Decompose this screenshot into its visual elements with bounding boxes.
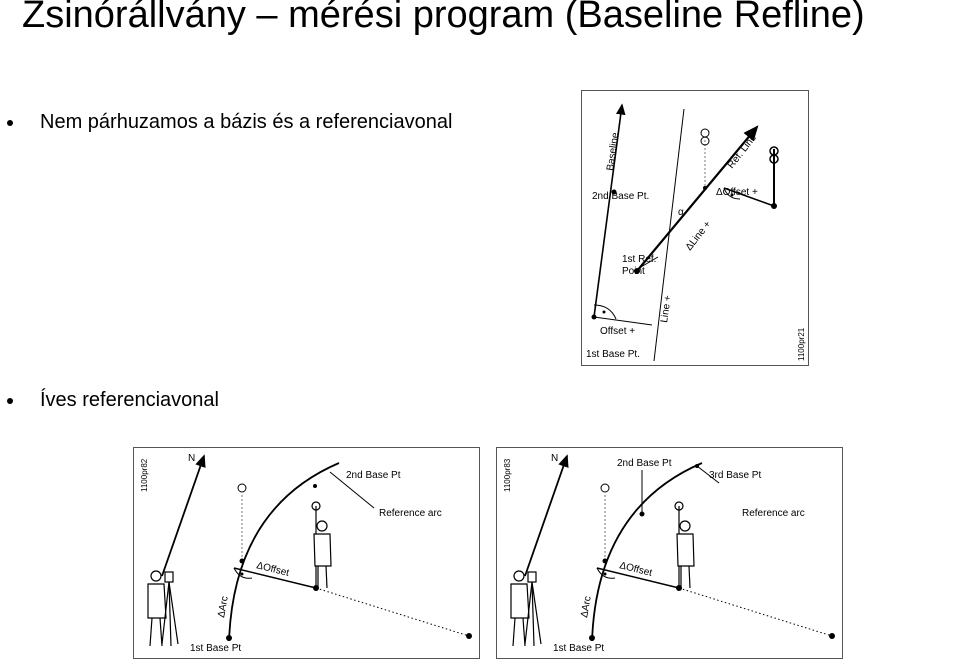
rodman-icon xyxy=(311,501,332,589)
center-point xyxy=(829,633,835,639)
label-ref-arc: Reference arc xyxy=(742,508,805,519)
label-second-base: 2nd Base Pt. xyxy=(592,191,649,202)
bullet-arc: Íves referenciavonal xyxy=(7,389,219,412)
label-second-base: 2nd Base Pt xyxy=(346,470,401,481)
bullet-text: Nem párhuzamos a bázis és a referenciavo… xyxy=(40,111,453,133)
prism-icon xyxy=(237,483,247,493)
dotted-radius-line xyxy=(315,587,470,637)
baseline-line xyxy=(593,103,626,318)
bullet-dot xyxy=(7,398,13,404)
north-arrow xyxy=(524,454,569,577)
rodman-icon xyxy=(674,501,695,589)
label-second-base: 2nd Base Pt xyxy=(617,458,672,469)
slide-title: Zsinórállvány – mérési program (Baseline… xyxy=(22,0,865,36)
center-point xyxy=(466,633,472,639)
second-base-point xyxy=(639,511,645,517)
projection-point xyxy=(239,558,245,564)
projection-point xyxy=(703,186,707,190)
label-first-base: 1st Base Pt xyxy=(553,643,604,654)
label-north: N xyxy=(188,453,195,464)
delta-offset-segment xyxy=(723,187,775,207)
first-base-point xyxy=(589,635,595,641)
second-base-point xyxy=(313,484,317,488)
angle-dot xyxy=(602,310,606,314)
auxiliary-line xyxy=(653,108,685,362)
bullet-text: Íves referenciavonal xyxy=(40,389,219,411)
label-alpha: α xyxy=(678,207,684,218)
reference-line xyxy=(636,125,759,272)
delta-offset-segment xyxy=(233,567,317,589)
angle-dot xyxy=(730,193,734,197)
projection-point xyxy=(602,558,608,564)
label-ref-arc: Reference arc xyxy=(379,508,442,519)
figure-nonparallel-refline: Baseline Ref. Line 2nd Base Pt. 1st Ref.… xyxy=(581,90,809,366)
label-line: Line + xyxy=(659,294,674,323)
label-code: 1100pr83 xyxy=(503,458,512,492)
offset-segment xyxy=(593,316,653,326)
label-first-ref: 1st Ref. xyxy=(622,254,656,265)
surveyor-icon xyxy=(510,570,542,647)
label-third-base: 3rd Base Pt xyxy=(709,470,761,481)
bullet-non-parallel: Nem párhuzamos a bázis és a referenciavo… xyxy=(7,111,453,134)
right-angle-mark xyxy=(723,187,741,200)
label-first-base: 1st Base Pt xyxy=(190,643,241,654)
diagram-arc-two: 1100pr82 N 2nd Base Pt xyxy=(140,453,472,654)
label-ref-line: Ref. Line xyxy=(726,132,760,171)
leader-line xyxy=(696,465,720,484)
label-d-line: ΔLine + xyxy=(684,219,714,253)
label-first-base: 1st Base Pt. xyxy=(586,349,640,360)
leader-line xyxy=(329,471,375,509)
right-angle-mark xyxy=(596,567,616,579)
label-north: N xyxy=(551,453,558,464)
dotted-radius-line xyxy=(678,587,833,637)
diagram-nonparallel: Baseline Ref. Line 2nd Base Pt. 1st Ref.… xyxy=(586,103,806,362)
prism-icon xyxy=(700,128,710,146)
third-base-point xyxy=(695,464,699,468)
label-d-offset: ΔOffset xyxy=(255,560,290,579)
figure-arc-two-points: 1100pr82 N 2nd Base Pt xyxy=(133,447,480,659)
target-point xyxy=(771,203,777,209)
angle-dot xyxy=(240,572,244,576)
right-angle-mark xyxy=(593,304,617,320)
figure-arc-three-points: 1100pr83 N 2nd Base Pt xyxy=(496,447,843,659)
label-code: 1100pr21 xyxy=(797,327,806,361)
right-angle-mark xyxy=(233,567,253,579)
label-d-offset: ΔOffset + xyxy=(716,187,758,198)
label-code: 1100pr82 xyxy=(140,458,149,492)
prism-icon xyxy=(600,483,610,493)
label-d-arc: ΔArc xyxy=(579,595,594,618)
label-d-offset: ΔOffset xyxy=(618,560,653,579)
label-point: Point xyxy=(622,266,645,277)
reference-arc xyxy=(591,462,703,642)
angle-dot xyxy=(603,572,607,576)
label-d-arc: ΔArc xyxy=(216,595,231,618)
first-base-point xyxy=(226,635,232,641)
prism-icon xyxy=(769,146,779,164)
north-arrow xyxy=(161,454,206,577)
bullet-dot xyxy=(7,120,13,126)
reference-arc xyxy=(228,462,340,642)
label-baseline: Baseline xyxy=(605,131,621,171)
second-base-point xyxy=(611,189,617,195)
spacer xyxy=(309,510,374,518)
label-offset: Offset + xyxy=(600,326,635,337)
diagram-arc-three: 1100pr83 N 2nd Base Pt xyxy=(503,453,835,654)
surveyor-icon xyxy=(147,570,179,647)
first-ref-point xyxy=(634,268,640,274)
delta-offset-segment xyxy=(596,567,680,589)
first-base-point xyxy=(591,314,597,320)
